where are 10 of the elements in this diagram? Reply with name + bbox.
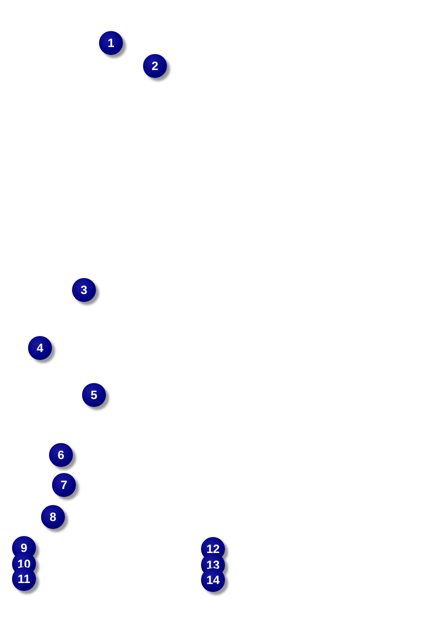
- callout-number: 11: [12, 567, 36, 591]
- callout-number: 5: [82, 383, 106, 407]
- callout-number: 2: [143, 54, 167, 78]
- callout-number: 7: [52, 473, 76, 497]
- callout-number: 14: [201, 568, 225, 592]
- callout-number: 6: [49, 443, 73, 467]
- callout-number: 8: [41, 505, 65, 529]
- callout-number: 4: [28, 336, 52, 360]
- callout-number: 1: [99, 31, 123, 55]
- callout-number: 3: [72, 278, 96, 302]
